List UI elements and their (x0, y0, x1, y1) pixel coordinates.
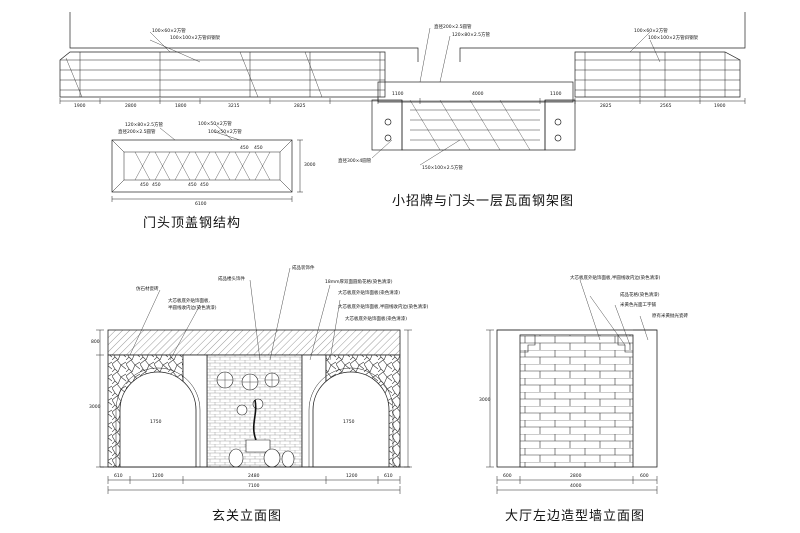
dim-hall-0: 600 (503, 474, 512, 479)
note-roof-3: 100×50×2方管 (198, 122, 232, 127)
dim-roof-cell-5: 450 (254, 146, 263, 151)
hall-wall-elevation-title: 大厅左边造型墙立面图 (505, 509, 646, 524)
dim-top-6: 4000 (472, 92, 484, 97)
dim-foyer-arch-right: 1750 (343, 420, 355, 425)
dim-top-5: 1100 (392, 92, 404, 97)
dim-roof-cell-0: 450 (140, 183, 149, 188)
dim-roof-bottom: 6100 (195, 202, 207, 207)
dim-roof-cell-3: 450 (200, 183, 209, 188)
dim-top-7: 1100 (550, 92, 562, 97)
note-foyer-4: 大芯板底外贴饰面板, (168, 299, 210, 304)
note-foyer-6: 18mm厚双面圆角花格(染色清漆) (325, 280, 393, 285)
dim-roof-side: 3000 (304, 163, 316, 168)
note-foyer-7: 大芯板底外贴饰面板(染色清漆) (338, 291, 401, 296)
dim-foyer-total: 7100 (248, 484, 260, 489)
note-foyer-3: 仿石材瓷砖 (136, 287, 159, 292)
foyer-elevation-title: 玄关立面图 (212, 509, 283, 524)
dim-top-2: 1800 (175, 104, 187, 109)
dim-roof-cell-4: 450 (240, 146, 249, 151)
hall-elevation (486, 279, 658, 494)
dim-top-8: 2825 (600, 104, 612, 109)
note-top-mid-2: 120×80×2.5方管 (452, 33, 491, 38)
note-roof-4: 100×50×2方管 (208, 130, 242, 135)
dim-foyer-3: 1200 (346, 474, 358, 479)
dim-top-0: 1900 (74, 104, 86, 109)
dim-foyer-2: 2480 (248, 474, 260, 479)
dim-roof-cell-2: 450 (188, 183, 197, 188)
note-hall-2: 成品花格(染色清漆) (620, 293, 660, 298)
roof-structure-title: 门头顶盖钢结构 (143, 216, 242, 231)
roof-steel-plan (111, 123, 303, 202)
note-top-left-1: 100×60×2方管 (152, 29, 186, 34)
note-foyer-2: 成品装饰件 (292, 266, 315, 271)
dim-foyer-top: 800 (91, 340, 100, 345)
dim-foyer-1: 1200 (152, 474, 164, 479)
sign-steel-frame (371, 81, 576, 151)
dim-foyer-arch-left: 1750 (150, 420, 162, 425)
foyer-elevation (96, 267, 412, 494)
foyer-top-band (107, 329, 401, 356)
dim-foyer-0: 610 (114, 474, 123, 479)
dim-hall-total: 4000 (570, 484, 582, 489)
dim-hall-1: 2800 (570, 474, 582, 479)
note-roof-1: 120×80×2.5方管 (125, 123, 164, 128)
note-hall-4: 原有米黄抛光瓷砖 (652, 314, 688, 319)
note-top-left-2: 100×100×2方管斜钢架 (170, 36, 221, 41)
dim-hall-height: 3000 (479, 398, 491, 403)
note-hall-3: 米黄色光面工字铺 (620, 303, 656, 308)
dim-top-1: 2800 (125, 104, 137, 109)
dim-top-4: 2825 (294, 104, 306, 109)
note-top-right-2: 100×100×2方管斜钢架 (648, 36, 699, 41)
note-foyer-8: 大芯板底外贴饰面板,半圆线收内边(染色清漆) (338, 305, 429, 310)
note-hall-1: 大芯板底外贴饰面板,半圆线收内边(染色清漆) (570, 276, 661, 281)
note-roof-2: 直径200×2.5圆管 (118, 130, 156, 135)
note-foyer-5: 半圆线收内边(染色清漆) (168, 306, 217, 311)
dim-foyer-height: 3000 (89, 405, 101, 410)
dim-hall-2: 600 (640, 474, 649, 479)
dim-top-9: 2565 (660, 104, 672, 109)
note-foyer-1: 成品楼头饰件 (218, 277, 245, 282)
left-steel-frame (59, 51, 386, 98)
top-elevation (59, 12, 746, 166)
sign-frame-title: 小招牌与门头一层瓦面钢架图 (392, 194, 575, 209)
dim-foyer-4: 610 (384, 474, 393, 479)
note-sign-1: 直径300×4圆管 (338, 159, 372, 164)
note-sign-2: 150×100×2.5方管 (422, 166, 463, 171)
right-steel-frame (574, 51, 741, 98)
note-top-mid-1: 直径200×2.5圆管 (434, 25, 472, 30)
note-foyer-9: 大芯板底外贴饰面板(染色清漆) (345, 317, 408, 322)
dim-top-3: 3215 (228, 104, 240, 109)
dim-roof-cell-1: 450 (152, 183, 161, 188)
dim-top-10: 1900 (714, 104, 726, 109)
note-top-right-1: 100×60×2方管 (634, 29, 668, 34)
